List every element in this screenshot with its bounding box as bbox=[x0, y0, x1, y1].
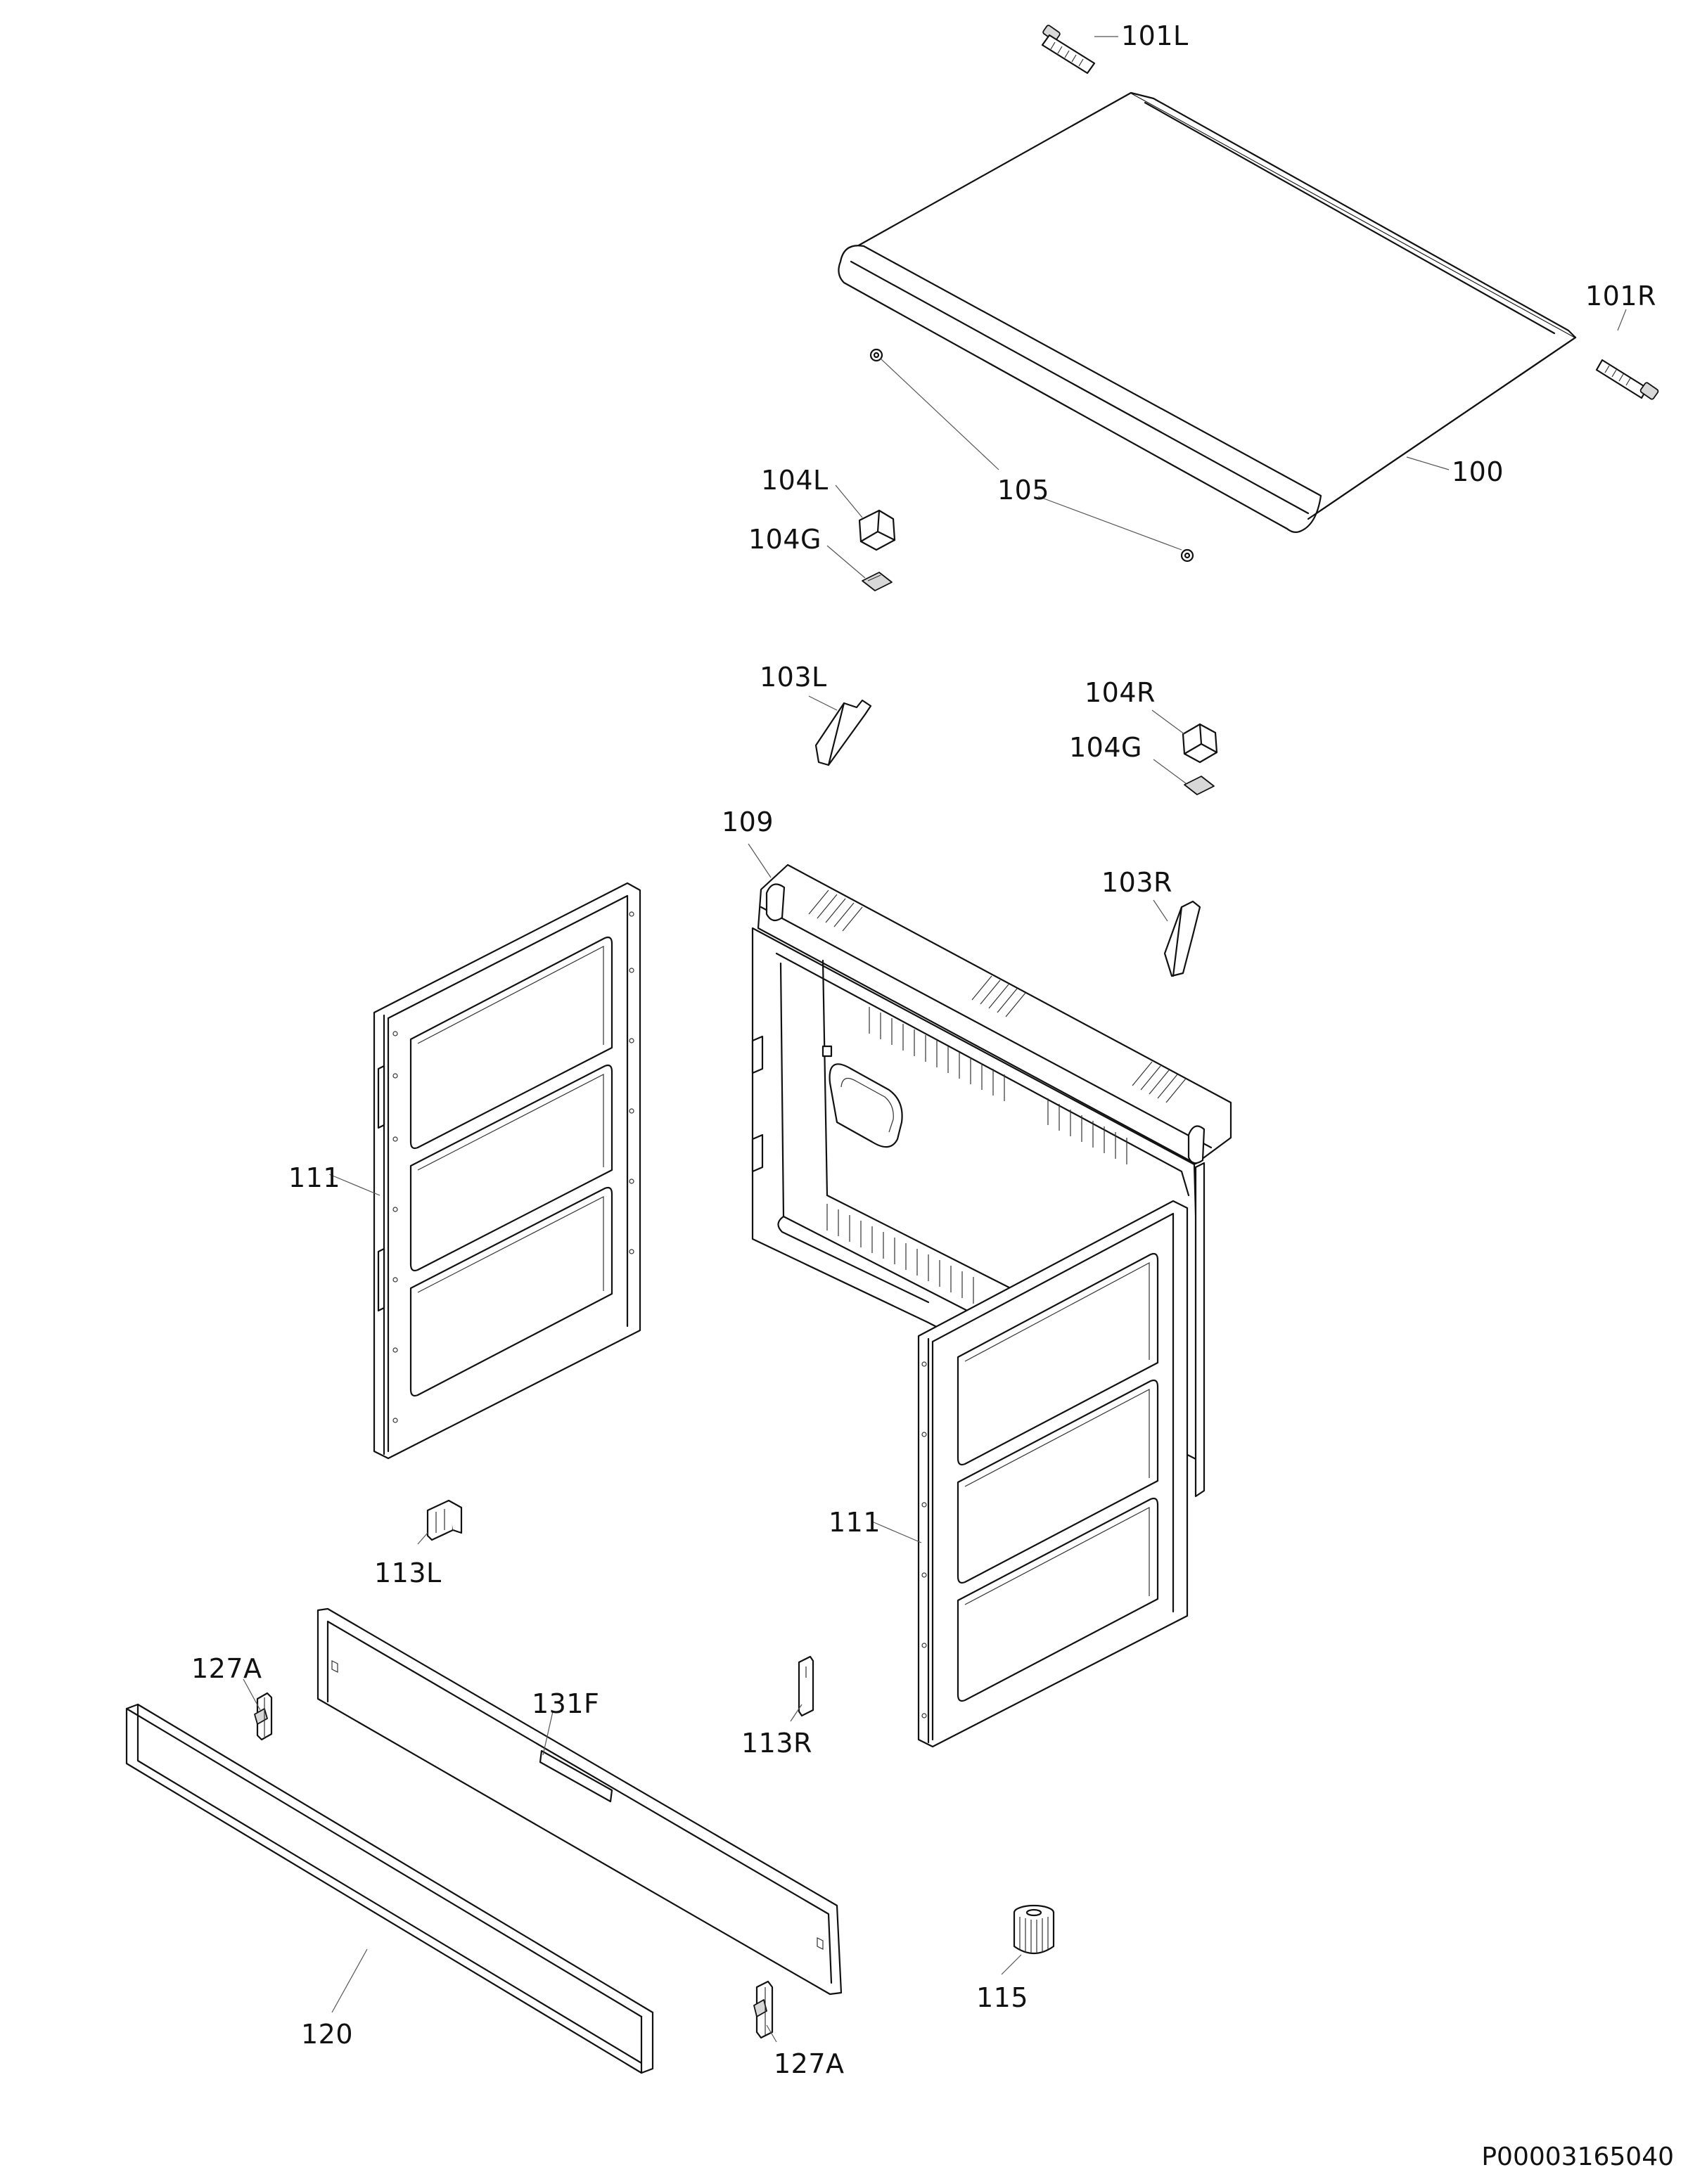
hinge-113R bbox=[798, 1655, 814, 1717]
bracket-103R bbox=[1163, 900, 1201, 977]
label-104L: 104L bbox=[761, 465, 829, 496]
label-127A-left: 127A bbox=[191, 1653, 262, 1684]
rail-131F bbox=[316, 1607, 843, 1996]
label-115: 115 bbox=[976, 1982, 1029, 2013]
label-104R: 104R bbox=[1085, 677, 1156, 708]
side-panel-111-right bbox=[917, 1200, 1189, 1748]
screw-101L bbox=[1041, 25, 1096, 75]
bracket-103L bbox=[814, 699, 872, 766]
top-lid-100 bbox=[838, 91, 1577, 534]
clip-104R bbox=[1182, 723, 1218, 764]
label-103R: 103R bbox=[1101, 867, 1172, 898]
leader-lines bbox=[243, 36, 1627, 2043]
label-127A-right: 127A bbox=[774, 2048, 845, 2079]
label-103L: 103L bbox=[760, 662, 827, 693]
label-113R: 113R bbox=[741, 1728, 812, 1759]
clip-104L bbox=[858, 509, 896, 551]
side-panel-111-left bbox=[373, 882, 641, 1460]
label-100: 100 bbox=[1452, 456, 1504, 487]
clip-104G-left bbox=[862, 572, 893, 591]
label-101L: 101L bbox=[1121, 20, 1189, 51]
label-104G-top: 104G bbox=[748, 524, 821, 555]
label-104G-mid: 104G bbox=[1069, 732, 1142, 763]
screw-101R bbox=[1595, 359, 1659, 400]
foot-115 bbox=[1013, 1904, 1055, 1954]
label-101R: 101R bbox=[1585, 281, 1656, 311]
clip-127A-left bbox=[254, 1692, 273, 1741]
label-111-right: 111 bbox=[829, 1507, 881, 1538]
label-113L: 113L bbox=[374, 1557, 442, 1588]
label-111-left: 111 bbox=[288, 1162, 341, 1193]
hinge-113L bbox=[426, 1499, 463, 1541]
label-131F: 131F bbox=[532, 1688, 600, 1719]
clip-127A-right bbox=[753, 1980, 774, 2039]
label-109: 109 bbox=[722, 807, 774, 837]
plinth-120 bbox=[125, 1703, 654, 2074]
washer-105 bbox=[869, 348, 1194, 563]
clip-104G-right bbox=[1184, 776, 1215, 795]
drawing-code: P00003165040 bbox=[1481, 2143, 1674, 2171]
label-120: 120 bbox=[301, 2019, 354, 2050]
label-105: 105 bbox=[997, 475, 1050, 506]
